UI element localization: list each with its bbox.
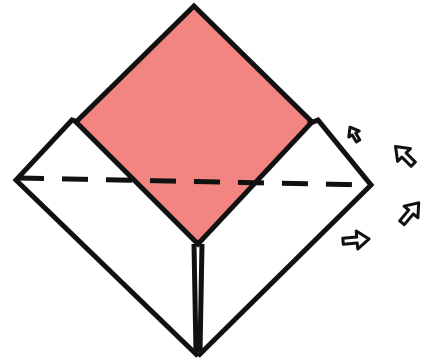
fold-line xyxy=(17,175,371,188)
right-flap-outline xyxy=(196,116,375,358)
center-crease-left xyxy=(191,243,199,353)
left-flap-outline xyxy=(12,117,200,358)
left-white-flap xyxy=(16,120,198,356)
lower-arrow-icon xyxy=(341,229,371,251)
middle-arrow-icon xyxy=(398,201,421,227)
diagram-outline xyxy=(12,2,375,358)
center-crease-right xyxy=(197,243,205,353)
small-arrow-icon xyxy=(347,125,362,144)
colored-diamond-outline xyxy=(72,2,316,248)
upper-arrow-icon xyxy=(394,145,417,168)
right-white-flap xyxy=(198,120,371,356)
fold-arrows xyxy=(341,125,421,251)
